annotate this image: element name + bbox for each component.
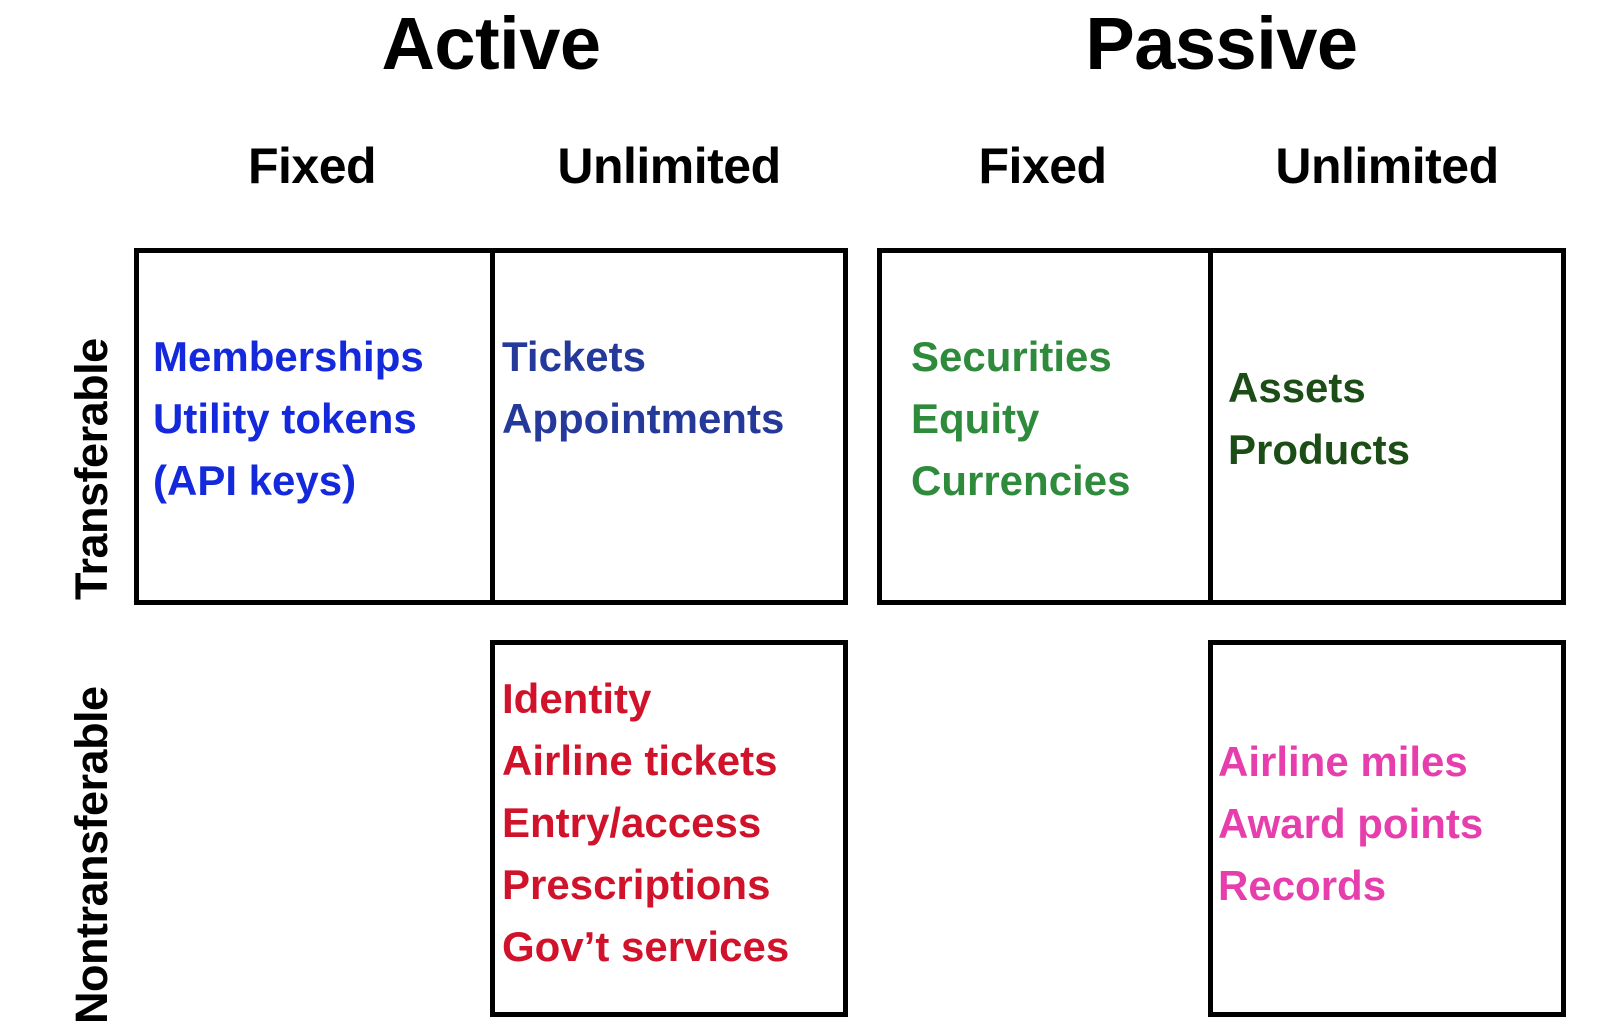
box-passive-transferable bbox=[877, 248, 1566, 605]
cell-line: Appointments bbox=[502, 395, 785, 442]
cell-line: (API keys) bbox=[153, 457, 357, 504]
box-passive-unlimited-nontransferable bbox=[1208, 640, 1566, 1017]
cell-line: Airline tickets bbox=[502, 737, 778, 784]
cell-line: Prescriptions bbox=[502, 861, 771, 908]
cell-line: Records bbox=[1218, 862, 1387, 909]
cell-line: Entry/access bbox=[502, 799, 762, 846]
cell-line: Tickets bbox=[502, 333, 646, 380]
divider-active-transferable bbox=[490, 248, 495, 605]
cell-line: Equity bbox=[911, 395, 1040, 442]
cell-line: Assets bbox=[1228, 364, 1366, 411]
box-active-unlimited-nontransferable bbox=[490, 640, 848, 1017]
cell-line: Currencies bbox=[911, 457, 1131, 504]
row-header-transferable: Transferable bbox=[66, 338, 117, 600]
divider-passive-transferable bbox=[1208, 248, 1213, 605]
cell-line: Airline miles bbox=[1218, 738, 1468, 785]
cell-line: Identity bbox=[502, 675, 652, 722]
column-header-passive-unlimited: Unlimited bbox=[1275, 138, 1499, 194]
cell-line: Utility tokens bbox=[153, 395, 417, 442]
column-header-active-unlimited: Unlimited bbox=[557, 138, 781, 194]
cell-line: Gov’t services bbox=[502, 923, 790, 970]
column-header-active-fixed: Fixed bbox=[247, 138, 377, 194]
cell-line: Products bbox=[1228, 426, 1411, 473]
row-header-nontransferable: Nontransferable bbox=[66, 686, 117, 1024]
column-header-passive-fixed: Fixed bbox=[978, 138, 1107, 194]
group-header-passive: Passive bbox=[1085, 2, 1358, 85]
cell-line: Memberships bbox=[153, 333, 424, 380]
cell-line: Award points bbox=[1218, 800, 1484, 847]
group-header-active: Active bbox=[381, 2, 601, 85]
cell-line: Securities bbox=[911, 333, 1112, 380]
